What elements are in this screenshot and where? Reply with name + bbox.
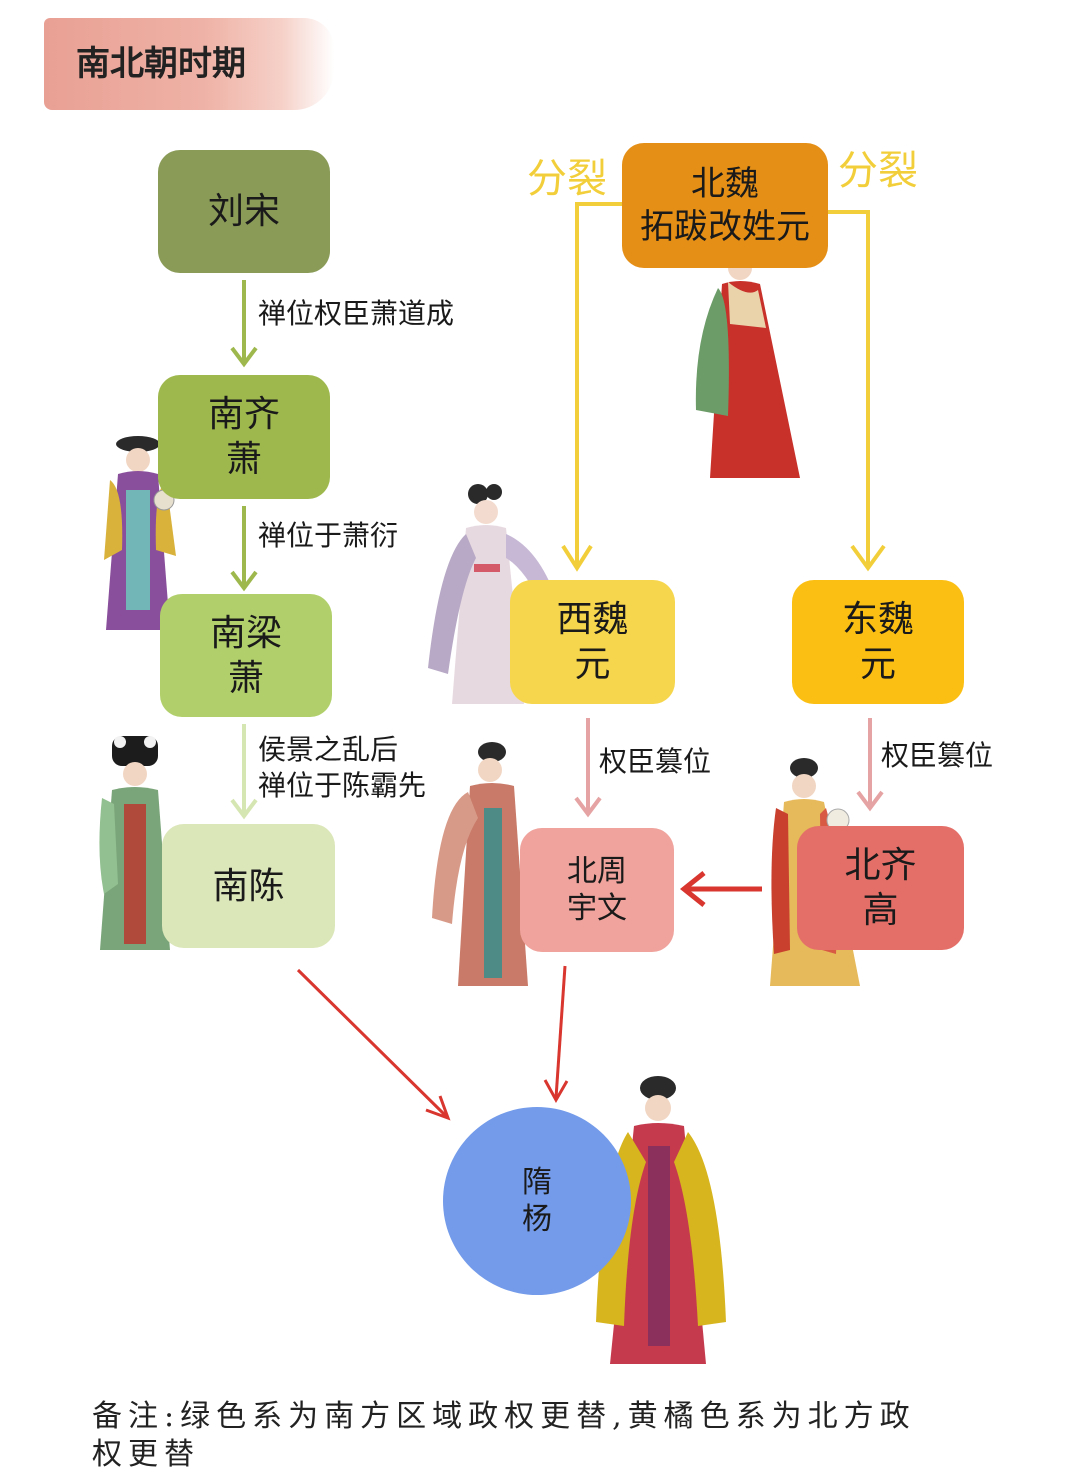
footnote: 备注:绿色系为南方区域政权更替,黄橘色系为北方政 权更替	[92, 1399, 916, 1472]
label-split-right: 分裂	[838, 148, 918, 194]
arrow-nanliang-to-nanchen	[230, 724, 258, 820]
label-liusong-to-nanqi: 禅位权臣萧道成	[258, 297, 455, 330]
arrow-dongwei-to-beiqi	[856, 718, 884, 812]
node-beizhou: 北周 宇文	[520, 828, 674, 952]
node-beiwei: 北魏 拓跋改姓元	[622, 143, 828, 268]
arrow-xiwei-to-beizhou	[574, 718, 602, 818]
node-nanchen: 南陈	[162, 824, 335, 948]
arrow-liusong-to-nanqi	[230, 280, 258, 368]
label-nanliang-to-nanchen: 侯景之乱后 禅位于陈霸先	[258, 733, 427, 803]
arrow-beizhou-to-sui	[543, 965, 569, 1104]
node-nanliang: 南梁 萧	[160, 594, 332, 717]
page-title: 南北朝时期	[76, 44, 246, 84]
figure-beiwei-costume	[695, 242, 800, 478]
node-sui: 隋 杨	[443, 1107, 631, 1295]
arrow-beiqi-to-beizhou	[679, 871, 762, 907]
label-split-left: 分裂	[527, 156, 607, 202]
figure-nanchen-costume	[99, 736, 170, 950]
label-xiwei-to-beizhou: 权臣篡位	[599, 745, 712, 778]
label-nanqi-to-nanliang: 禅位于萧衍	[258, 519, 399, 552]
node-nanqi: 南齐 萧	[158, 375, 330, 499]
node-beiqi: 北齐 高	[797, 826, 964, 950]
arrow-nanchen-to-sui	[296, 968, 451, 1121]
figure-beizhou-costume	[432, 742, 528, 986]
arrow-beiwei-to-dongwei	[828, 210, 886, 572]
node-xiwei: 西魏 元	[510, 580, 675, 704]
arrow-beiwei-to-xiwei	[561, 202, 622, 572]
node-liusong: 刘宋	[158, 150, 330, 273]
title-banner	[44, 18, 334, 110]
arrow-nanqi-to-nanliang	[230, 506, 258, 592]
node-dongwei: 东魏 元	[792, 580, 964, 704]
figure-sui-costume	[596, 1076, 726, 1364]
label-dongwei-to-beiqi: 权臣篡位	[881, 739, 994, 772]
